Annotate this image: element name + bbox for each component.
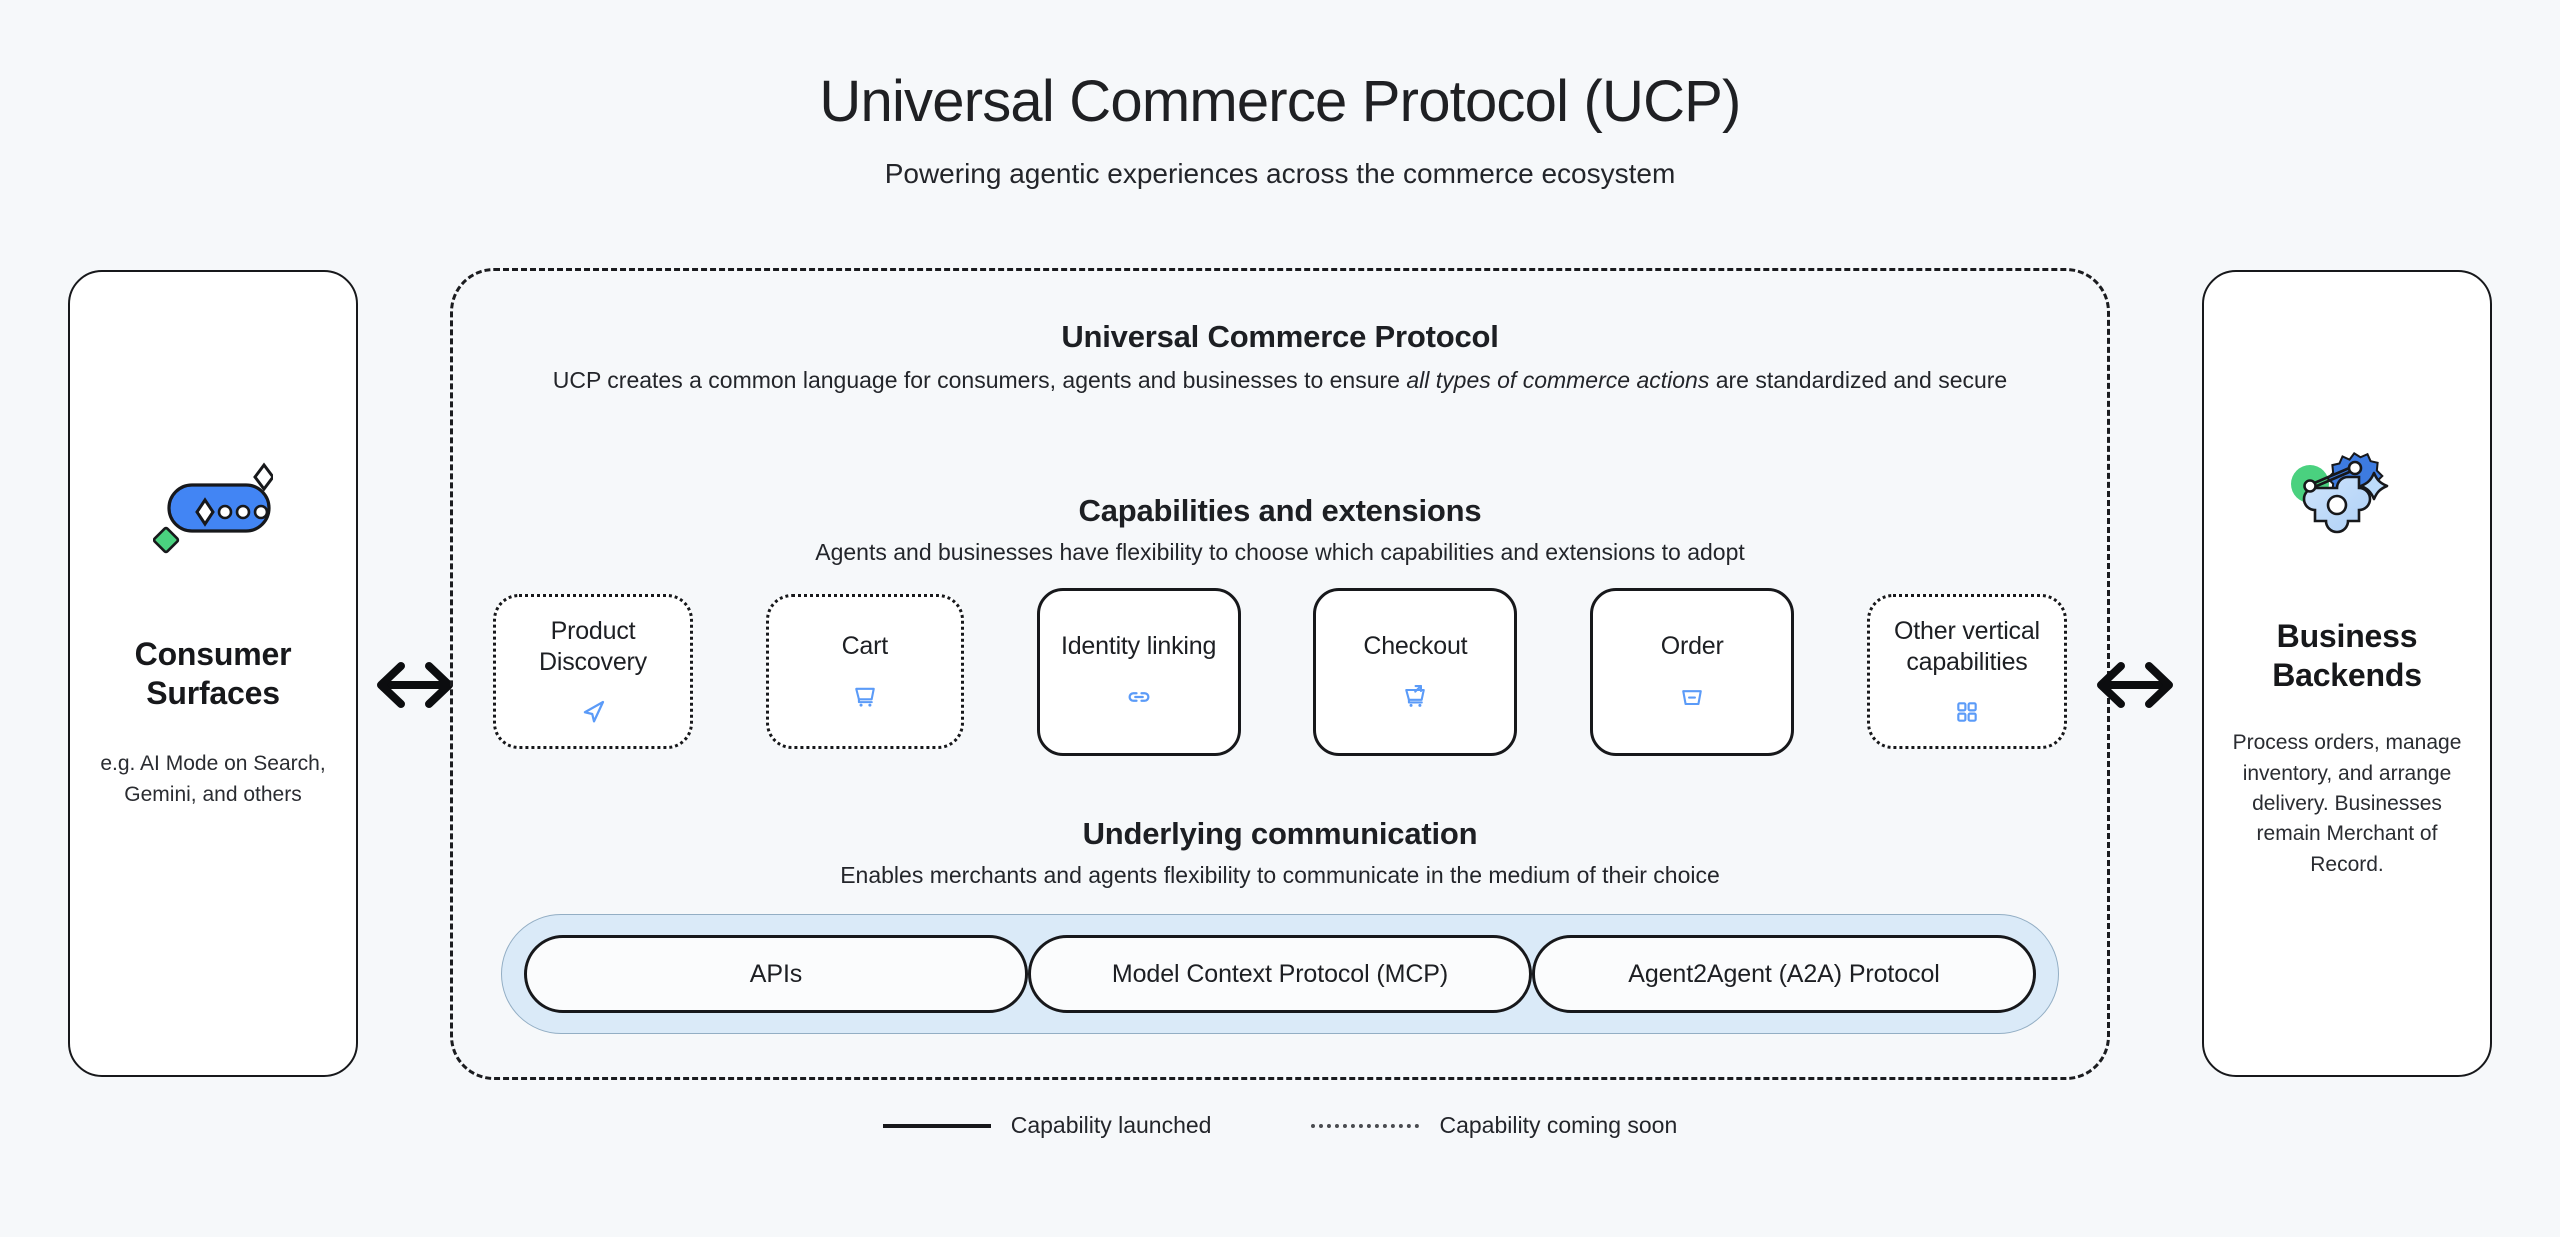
ucp-description-after: are standardized and secure: [1709, 367, 2008, 393]
legend-label: Capability coming soon: [1439, 1112, 1678, 1138]
capability-card-label: Checkout: [1363, 632, 1468, 661]
capability-card-order[interactable]: Order: [1590, 587, 1795, 756]
protocol-pill-a2a[interactable]: Agent2Agent (A2A) Protocol: [1532, 935, 2036, 1013]
ucp-title: Universal Commerce Protocol: [1061, 319, 1499, 354]
capability-card-other-vertical[interactable]: Other vertical capabilities: [1866, 594, 2067, 749]
cart-checkout-arrow-icon: [1401, 682, 1429, 712]
capability-card-product-discovery[interactable]: Product Discovery: [493, 594, 693, 749]
page-title: Universal Commerce Protocol (UCP): [819, 69, 1741, 134]
capability-card-label: Other vertical capabilities: [1894, 617, 2040, 676]
consumer-surfaces-description: e.g. AI Mode on Search, Gemini, and othe…: [100, 752, 326, 806]
legend-dotted-line-icon: [1311, 1123, 1420, 1128]
navigation-send-icon: [578, 697, 608, 727]
capabilities-title: Capabilities and extensions: [1078, 493, 1482, 528]
capability-cards-row: Product Discovery Cart: [493, 584, 2067, 759]
bidirectional-arrow-icon-right: [2090, 645, 2180, 725]
basket-order-icon: [1678, 682, 1706, 712]
capability-card-identity-linking[interactable]: Identity linking: [1036, 587, 1241, 756]
capability-card-label: Cart: [841, 632, 889, 661]
business-backends-title: Business Backends: [2272, 618, 2422, 694]
ucp-header-block: Universal Commerce Protocol UCP creates …: [513, 319, 2047, 397]
grid-squares-icon: [1954, 697, 1980, 727]
protocol-pill-mcp[interactable]: Model Context Protocol (MCP): [1028, 935, 1532, 1013]
communication-title: Underlying communication: [1082, 816, 1478, 851]
capability-card-cart[interactable]: Cart: [765, 594, 964, 749]
ucp-description-emphasis: all types of commerce actions: [1406, 367, 1710, 393]
gears-settings-icon: [2282, 442, 2412, 557]
communication-header-block: Underlying communication Enables merchan…: [493, 816, 2067, 892]
capabilities-subtitle: Agents and businesses have flexibility t…: [815, 539, 1745, 565]
ucp-description: UCP creates a common language for consum…: [513, 365, 2047, 397]
legend-item-launched: Capability launched: [882, 1112, 1212, 1139]
legend-solid-line-icon: [882, 1123, 991, 1128]
ucp-container: Universal Commerce Protocol UCP creates …: [450, 268, 2110, 1080]
capability-card-label: Product Discovery: [539, 617, 647, 676]
consumer-surfaces-title: Consumer Surfaces: [134, 636, 292, 712]
capability-card-label: Order: [1660, 632, 1724, 661]
legend-label: Capability launched: [1010, 1112, 1212, 1138]
communication-band: APIs Model Context Protocol (MCP) Agent2…: [501, 914, 2059, 1034]
communication-subtitle: Enables merchants and agents flexibility…: [840, 862, 1720, 888]
page-subtitle: Powering agentic experiences across the …: [884, 158, 1676, 189]
consumer-surfaces-panel: Consumer Surfaces e.g. AI Mode on Search…: [68, 270, 358, 1077]
ucp-description-before: UCP creates a common language for consum…: [552, 367, 1407, 393]
legend: Capability launched Capability coming so…: [0, 1112, 2560, 1139]
bidirectional-arrow-icon-left: [370, 645, 460, 725]
business-backends-panel: Business Backends Process orders, manage…: [2202, 270, 2492, 1077]
business-backends-description: Process orders, manage inventory, and ar…: [2232, 731, 2462, 876]
protocol-pill-apis[interactable]: APIs: [524, 935, 1028, 1013]
link-chain-icon: [1124, 682, 1154, 712]
capability-card-checkout[interactable]: Checkout: [1313, 587, 1518, 756]
capability-card-label: Identity linking: [1060, 632, 1217, 661]
ai-chat-sparkle-icon: [152, 459, 275, 560]
shopping-cart-icon: [851, 682, 879, 712]
capabilities-header-block: Capabilities and extensions Agents and b…: [493, 493, 2067, 569]
legend-item-coming-soon: Capability coming soon: [1311, 1112, 1677, 1139]
